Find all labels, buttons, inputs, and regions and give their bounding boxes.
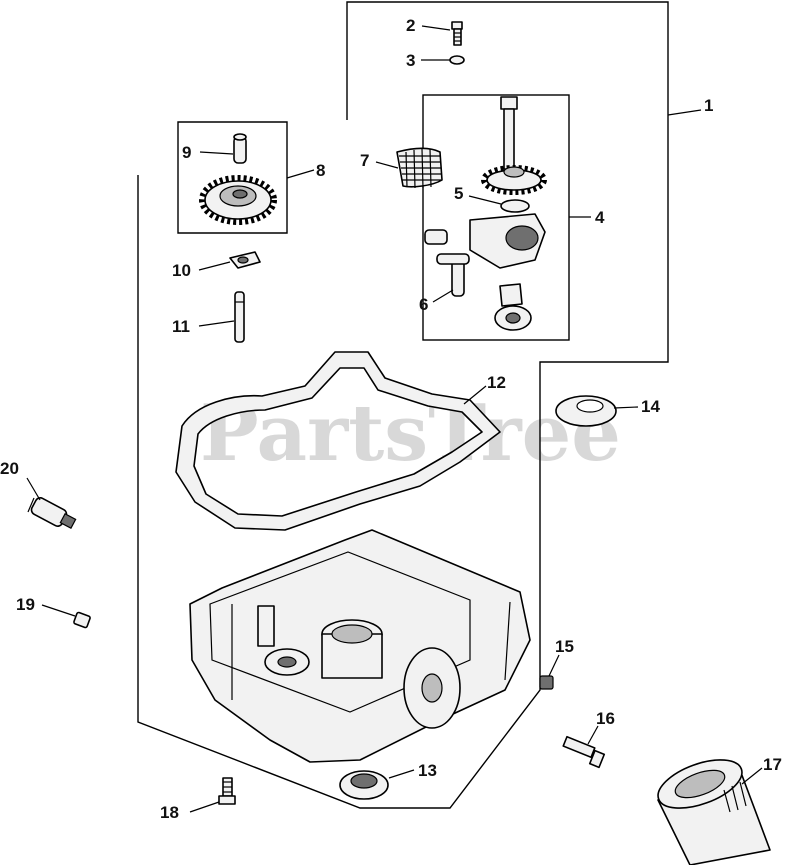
callout-17: 17	[763, 755, 782, 774]
part-9-plug[interactable]	[233, 133, 247, 164]
part-5-washer[interactable]	[500, 199, 530, 213]
part-18-bolt[interactable]	[218, 777, 236, 805]
part-7-screen[interactable]	[396, 147, 443, 189]
callout-6: 6	[419, 295, 428, 314]
part-12-gasket[interactable]	[175, 351, 501, 531]
callout-1: 1	[704, 96, 713, 115]
callout-8: 8	[316, 161, 325, 180]
callout-5: 5	[454, 184, 463, 203]
part-17-oil-filter[interactable]	[652, 750, 771, 865]
gear-group-box	[177, 121, 288, 234]
part-3-washer[interactable]	[449, 55, 465, 65]
callout-14: 14	[641, 397, 660, 416]
callout-19: 19	[16, 595, 35, 614]
part-15-plug[interactable]	[539, 675, 554, 690]
callout-13: 13	[418, 761, 437, 780]
part-16-fitting[interactable]	[562, 735, 606, 769]
part-19-plug[interactable]	[73, 611, 91, 629]
part-14-seal[interactable]	[555, 395, 617, 427]
callout-3: 3	[406, 51, 415, 70]
callout-15: 15	[555, 637, 574, 656]
part-4-oil-pump-assembly[interactable]	[424, 96, 547, 331]
callout-2: 2	[406, 16, 415, 35]
leader-lines	[26, 25, 763, 813]
callout-9: 9	[182, 143, 191, 162]
part-8-gear[interactable]	[199, 175, 277, 225]
oil-pan-base[interactable]	[189, 529, 531, 763]
callout-10: 10	[172, 261, 191, 280]
part-10-spacer[interactable]	[229, 251, 261, 269]
callout-12: 12	[487, 373, 506, 392]
callout-11: 11	[172, 317, 190, 336]
main-assembly-outline	[137, 1, 669, 809]
part-20-sensor[interactable]	[27, 496, 77, 530]
callout-16: 16	[596, 709, 615, 728]
callout-4: 4	[595, 208, 605, 227]
part-11-pin[interactable]	[234, 291, 245, 343]
part-2-bolt[interactable]	[451, 21, 463, 46]
callout-20: 20	[0, 459, 19, 478]
callout-18: 18	[160, 803, 179, 822]
callout-7: 7	[360, 151, 369, 170]
part-6-pickup-tube[interactable]	[436, 253, 470, 297]
part-13-seal[interactable]	[339, 770, 389, 800]
callout-labels: 1 2 3 4 5 6 7 8 9 10 11 12 13 14 15 16 1…	[0, 16, 782, 822]
